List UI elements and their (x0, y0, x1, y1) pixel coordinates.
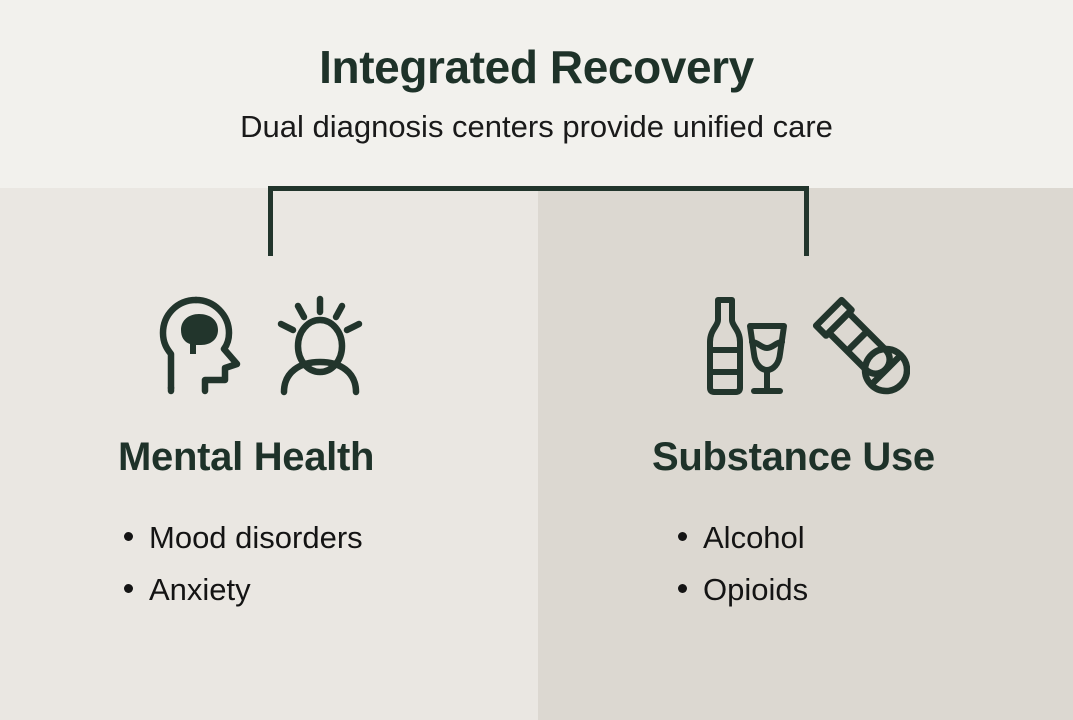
list-item-label: Alcohol (703, 520, 805, 555)
page-title: Integrated Recovery (319, 41, 754, 93)
person-wellbeing-rays-icon (271, 292, 369, 396)
list-item: Mood disorders (124, 512, 363, 564)
column-heading-substance-use: Substance Use (652, 435, 935, 479)
icon-row-substance-use (692, 292, 910, 396)
panel-mental-health (0, 188, 538, 720)
list-item: Anxiety (124, 564, 363, 616)
icon-row-mental-health (155, 292, 369, 396)
bullet-dot-icon (678, 583, 687, 593)
page-subtitle: Dual diagnosis centers provide unified c… (240, 109, 833, 144)
bullet-dot-icon (678, 532, 687, 541)
header-band (0, 0, 1073, 188)
bullet-dot-icon (124, 583, 133, 593)
vial-prohibition-icon (810, 292, 910, 396)
list-item: Opioids (678, 564, 808, 616)
list-item: Alcohol (678, 512, 808, 564)
list-item-label: Mood disorders (149, 520, 363, 555)
head-brain-icon (155, 292, 249, 396)
bullet-list-mental-health: Mood disorders Anxiety (124, 512, 363, 616)
list-item-label: Anxiety (149, 571, 251, 607)
bullet-list-substance-use: Alcohol Opioids (678, 512, 808, 616)
panel-substance-use (538, 188, 1073, 720)
bullet-dot-icon (124, 532, 133, 541)
column-heading-mental-health: Mental Health (118, 435, 375, 479)
bottle-wine-glass-icon (692, 292, 788, 396)
list-item-label: Opioids (703, 571, 809, 607)
